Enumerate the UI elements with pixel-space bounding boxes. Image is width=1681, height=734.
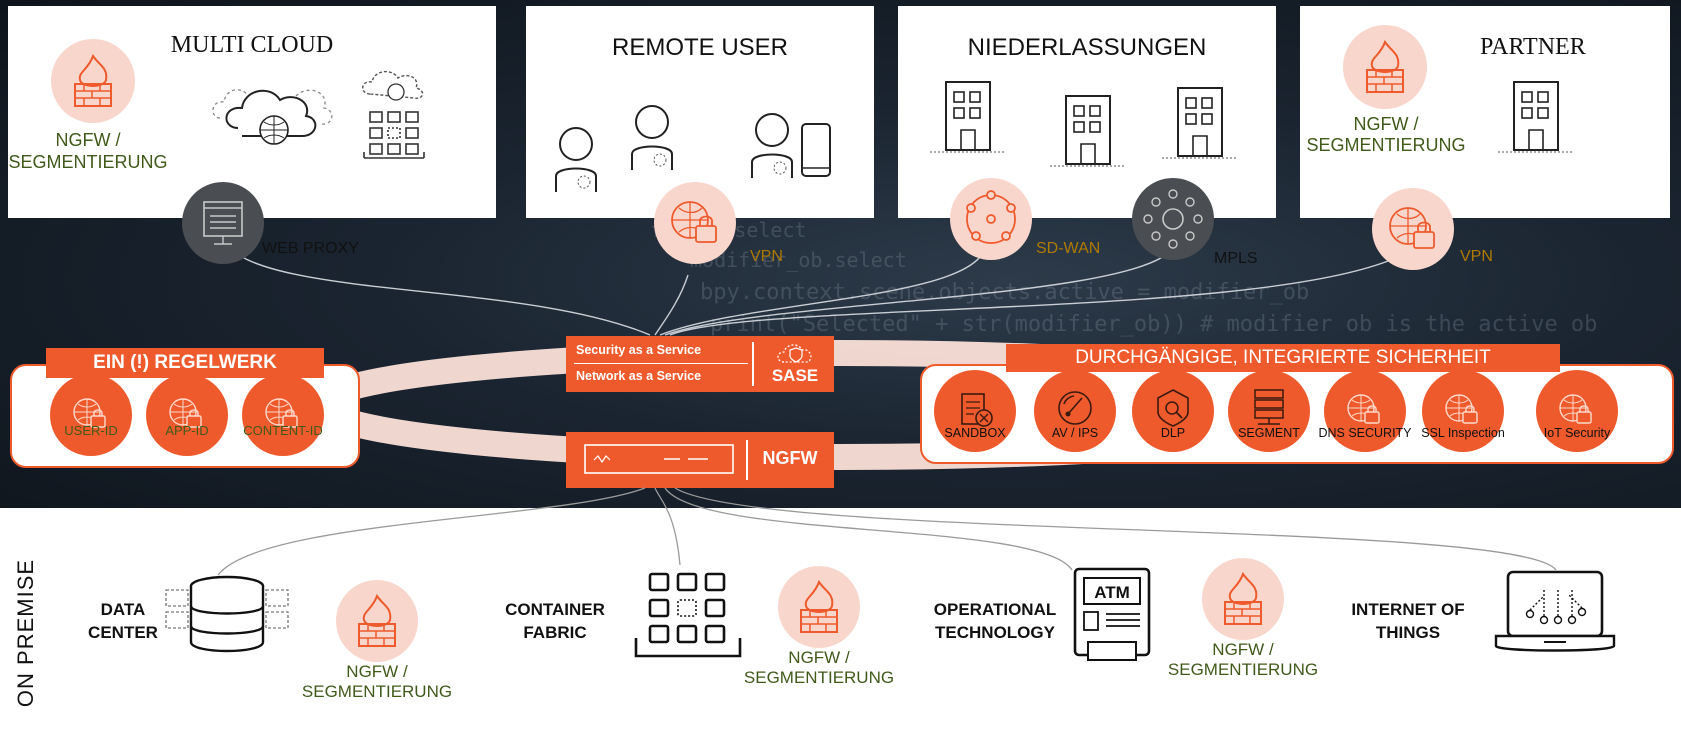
firewall-icon (336, 580, 418, 662)
web-proxy-label: WEB PROXY (262, 240, 359, 257)
ngfw-label-line-1: NGFW / (346, 662, 408, 681)
sase-line-1: Security as a Service (576, 343, 702, 357)
ngfw-box: NGFW (566, 432, 834, 488)
dns-security-feature: DNS SECURITY (1318, 370, 1412, 452)
firewall-icon (51, 39, 135, 123)
globe-lock-icon (1325, 371, 1405, 451)
sandbox-icon (935, 371, 1015, 451)
feature-label: CONTENT-ID (243, 423, 323, 438)
ngfw-label-line-2: SEGMENTIERUNG (301, 682, 453, 701)
globe-lock-icon (51, 375, 131, 455)
feature-label: APP-ID (165, 423, 209, 438)
mpls-label: MPLS (1214, 250, 1258, 267)
ngfw-label: NGFW (762, 448, 818, 468)
av-ips-icon (1035, 371, 1115, 451)
mpls-icon[interactable] (1130, 176, 1216, 262)
globe-lock-icon (147, 375, 227, 455)
building-icon (1498, 81, 1574, 153)
vpn-label: VPN (750, 248, 783, 265)
ngfw-segmentierung-label: NGFW /SEGMENTIERUNG (736, 648, 902, 688)
feature-label: USER-ID (64, 423, 118, 438)
card-title: MULTI CLOUD (170, 32, 334, 58)
cloud-shield-icon (777, 344, 812, 363)
on-premise-side-label: ON PREMISE (13, 558, 38, 708)
ssl-inspection-feature: SSL Inspection (1421, 370, 1505, 452)
dlp-feature: DLP (1132, 370, 1214, 452)
background-code-line: bpy.context.scene.objects.active = modif… (700, 280, 1310, 305)
vpn-globe-lock-icon[interactable] (652, 180, 738, 266)
sase-separator (752, 342, 754, 386)
background-code-line: modifier_ob.select (690, 248, 907, 272)
sase-label: SASE (771, 366, 819, 385)
av-ips-feature: AV / IPS (1034, 370, 1116, 452)
ngfw-segmentierung-label: NGFW /SEGMENTIERUNG (1160, 640, 1326, 680)
globe-lock-icon (1423, 371, 1503, 451)
site-label-container-fabric: CONTAINER FABRIC (505, 600, 605, 642)
web-proxy-icon (182, 182, 264, 264)
background-code-line: print("Selected" + str(modifier_ob)) # m… (710, 312, 1598, 337)
sicherheit-title: DURCHGÄNGIGE, INTEGRIERTE SICHERHEIT (1006, 344, 1560, 372)
firewall-icon (778, 566, 860, 648)
segment-icon (1229, 371, 1309, 451)
card-title: NIEDERLASSUNGEN (967, 34, 1207, 61)
ngfw-label-line-2: SEGMENTIERUNG (1167, 660, 1319, 679)
container-grid-icon (634, 572, 742, 658)
ngfw-label-line-1: NGFW / (788, 648, 850, 667)
segment-feature: SEGMENT (1228, 370, 1310, 452)
sdwan-label: SD-WAN (1036, 240, 1101, 257)
feature-label: SANDBOX (944, 426, 1006, 440)
sase-box: Security as a Service Network as a Servi… (566, 336, 834, 392)
ngfw-appliance-icon (584, 444, 734, 474)
card-partner: PARTNER NGFW / SEGMENTIERUNG (1300, 6, 1670, 218)
user-id-feature: USER-ID (50, 374, 132, 456)
sase-divider (574, 363, 748, 364)
feature-label: DNS SECURITY (1318, 426, 1412, 440)
card-title: REMOTE USER (611, 34, 788, 61)
iot-security-feature: IoT Security (1536, 370, 1618, 452)
feature-label: SSL Inspection (1421, 426, 1505, 440)
feature-label: DLP (1160, 426, 1186, 440)
site-label-operational-technology: OPERATIONAL TECHNOLOGY (933, 600, 1057, 642)
globe-lock-icon (243, 375, 323, 455)
site-label-internet-of-things: INTERNET OF THINGS (1351, 600, 1465, 642)
ngfw-label-line-1: NGFW / (1212, 640, 1274, 659)
firewall-icon (1343, 25, 1427, 109)
card-multicloud: MULTI CLOUD NGFW / SEGMENTIERUNG (8, 6, 496, 218)
feature-label: SEGMENT (1238, 426, 1300, 440)
ngfw-label: NGFW / SEGMENTIERUNG (1306, 114, 1466, 155)
atm-icon: ATM (1073, 567, 1151, 661)
dlp-icon (1133, 371, 1213, 451)
vpn-label: VPN (1460, 248, 1493, 265)
content-id-feature: CONTENT-ID (242, 374, 324, 456)
vpn-globe-lock-icon[interactable] (1370, 186, 1456, 272)
sdwan-icon[interactable] (948, 176, 1034, 262)
firewall-icon (1202, 558, 1284, 640)
laptop-iot-icon (1494, 570, 1616, 652)
cloud-grid-icon (362, 71, 425, 159)
regelwerk-title: EIN (!) REGELWERK (46, 348, 324, 378)
building-icon (1050, 95, 1126, 167)
user-icon (631, 105, 673, 170)
feature-label: IoT Security (1543, 426, 1611, 440)
app-id-feature: APP-ID (146, 374, 228, 456)
ngfw-label-line-2: SEGMENTIERUNG (743, 668, 895, 687)
building-icon (930, 81, 1006, 153)
globe-lock-icon (1537, 371, 1617, 451)
user-icon (555, 127, 597, 192)
ngfw-separator (746, 440, 748, 480)
building-icon (1162, 87, 1238, 159)
cloud-globe-icon (212, 89, 333, 145)
card-niederlassungen: NIEDERLASSUNGEN (898, 6, 1276, 218)
ngfw-segmentierung-label: NGFW /SEGMENTIERUNG (294, 662, 460, 702)
site-label-data-center: DATA CENTER (88, 600, 158, 642)
sandbox-feature: SANDBOX (934, 370, 1016, 452)
sase-line-2: Network as a Service (576, 369, 702, 383)
atm-text: ATM (1094, 583, 1130, 602)
database-icon (165, 575, 289, 653)
card-title: PARTNER (1480, 34, 1586, 60)
feature-label: AV / IPS (1051, 426, 1099, 440)
user-phone-icon (751, 113, 831, 178)
